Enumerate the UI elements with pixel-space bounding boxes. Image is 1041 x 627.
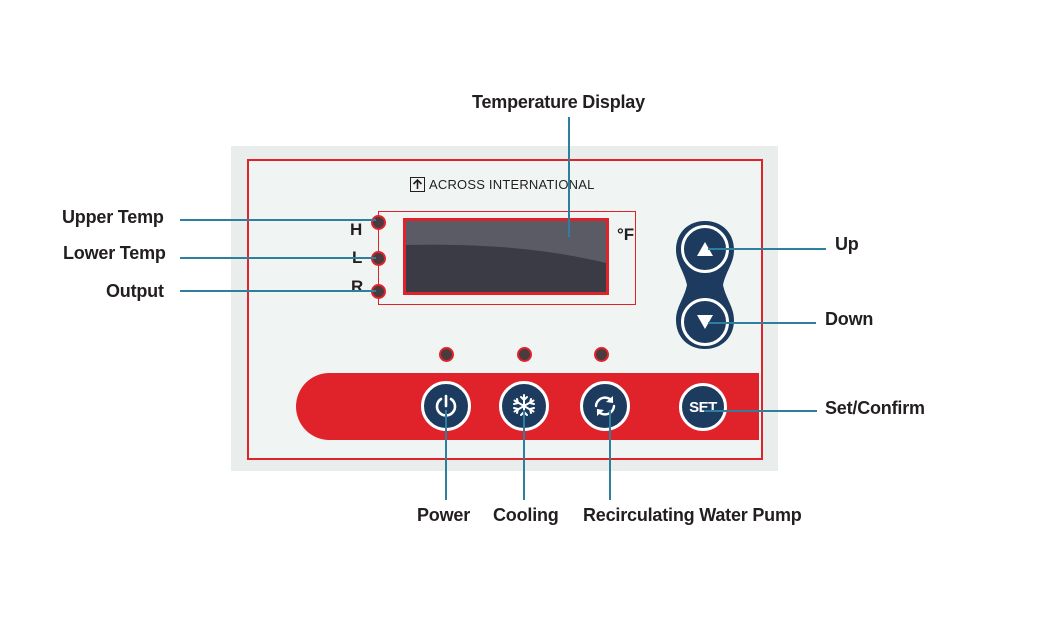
triangle-up-icon: [697, 242, 713, 256]
callout-up: Up: [835, 234, 859, 254]
leader-line-up: [708, 248, 826, 250]
lower-temp-led: [371, 251, 386, 266]
temperature-display-screen: [403, 218, 609, 295]
leader-line-set: [704, 410, 817, 412]
callout-temperature-display: Temperature Display: [472, 92, 645, 112]
snowflake-icon: [513, 394, 535, 418]
callout-power: Power: [417, 505, 471, 525]
output-led: [371, 284, 386, 299]
display-unit-label: °F: [617, 225, 635, 244]
brand-name: ACROSS INTERNATIONAL: [429, 177, 595, 192]
callout-output: Output: [106, 281, 164, 301]
leader-line-temperature-display: [568, 117, 570, 237]
leader-line-lower-temp: [180, 257, 376, 259]
callout-upper-temp: Upper Temp: [62, 207, 164, 227]
callout-down: Down: [825, 309, 874, 329]
callout-cooling: Cooling: [493, 505, 559, 525]
leader-line-output: [180, 290, 376, 292]
leader-line-power: [445, 410, 447, 500]
brand-logo: ACROSS INTERNATIONAL: [410, 177, 595, 192]
indicator-letter-h: H: [350, 220, 363, 239]
recirculate-icon: [594, 396, 616, 416]
callout-lower-temp: Lower Temp: [63, 243, 166, 263]
leader-line-cooling: [523, 410, 525, 500]
power-indicator-led: [439, 347, 454, 362]
upper-temp-led: [371, 215, 386, 230]
callout-set-confirm: Set/Confirm: [825, 398, 925, 418]
indicator-letter-r: R: [351, 277, 364, 296]
cooling-indicator-led: [517, 347, 532, 362]
leader-line-pump: [609, 410, 611, 500]
recirculating-pump-button[interactable]: [580, 381, 630, 431]
set-button-label: SET: [689, 398, 717, 416]
callout-recirculating-water-pump: Recirculating Water Pump: [583, 505, 802, 525]
leader-line-upper-temp: [180, 219, 376, 221]
brand-arrow-icon: [410, 177, 425, 192]
leader-line-down: [708, 322, 816, 324]
set-button[interactable]: SET: [679, 383, 727, 431]
pump-indicator-led: [594, 347, 609, 362]
triangle-down-icon: [697, 315, 713, 329]
